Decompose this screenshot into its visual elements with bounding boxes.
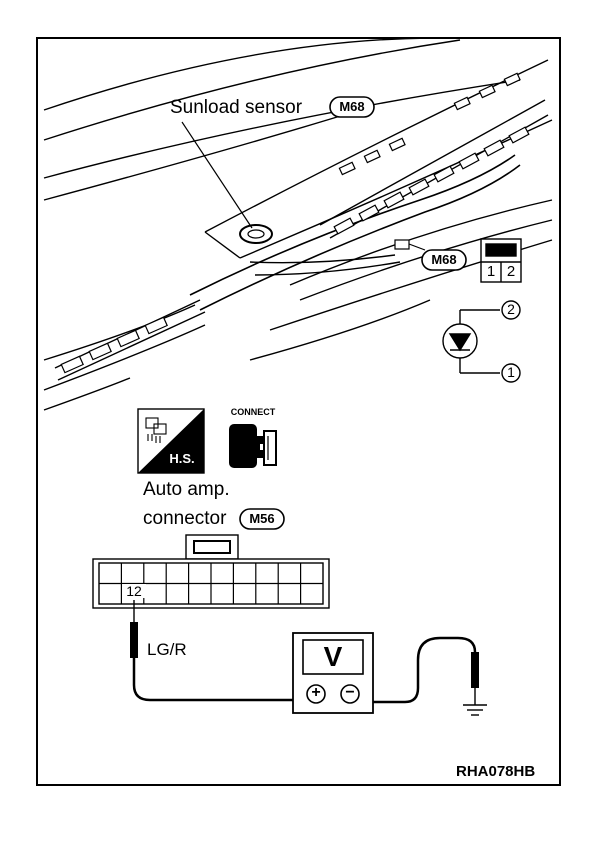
- terminal-number: 12: [122, 584, 146, 598]
- wire-color-label: LG/R: [147, 640, 187, 659]
- defroster-grille-right: [333, 72, 530, 235]
- voltmeter-symbol: V: [323, 641, 343, 672]
- harness-end-connector: [394, 239, 426, 251]
- diode-pin-2-circle: [501, 300, 521, 320]
- defroster-grille-left: [60, 316, 168, 374]
- sensor-connector-badge: [329, 96, 375, 118]
- diode-symbol: [442, 309, 500, 374]
- harness-connector-code: M68: [431, 252, 457, 267]
- sunload-sensor: [239, 224, 273, 244]
- diode-pin-2-label: 2: [507, 301, 515, 317]
- dashboard-illustration: [43, 37, 553, 411]
- auto-amp-label-line2: connector: [143, 508, 227, 529]
- diode-pin-1-label: 1: [507, 364, 515, 380]
- harness-side-icon: [137, 408, 205, 474]
- harness-pin-1: 1: [486, 263, 496, 280]
- ground-symbol: [463, 704, 487, 716]
- auto-amp-label-line1: Auto amp.: [143, 479, 230, 500]
- sensor-leader-line: [181, 121, 253, 229]
- connect-icon-label: CONNECT: [230, 407, 276, 417]
- voltmeter: [292, 632, 374, 714]
- harness-connector-pin-diagram: [480, 238, 522, 283]
- figure-code: RHA078HB: [456, 763, 536, 780]
- voltmeter-plus-sign: +: [311, 684, 321, 701]
- auto-amp-connector-code: M56: [249, 511, 275, 526]
- auto-amp-connector-badge: [239, 508, 285, 530]
- harness-side-label: H.S.: [169, 451, 195, 466]
- figure-frame: [36, 37, 561, 786]
- connect-icon: [229, 424, 277, 468]
- voltmeter-minus-sign: −: [345, 684, 355, 701]
- harness-pin-2: 2: [506, 263, 516, 280]
- harness-connector-badge: [421, 249, 467, 271]
- sensor-connector-code: M68: [339, 99, 365, 114]
- diode-pin-1-circle: [501, 363, 521, 383]
- test-wiring: [130, 600, 479, 705]
- sensor-label: Sunload sensor: [170, 97, 303, 118]
